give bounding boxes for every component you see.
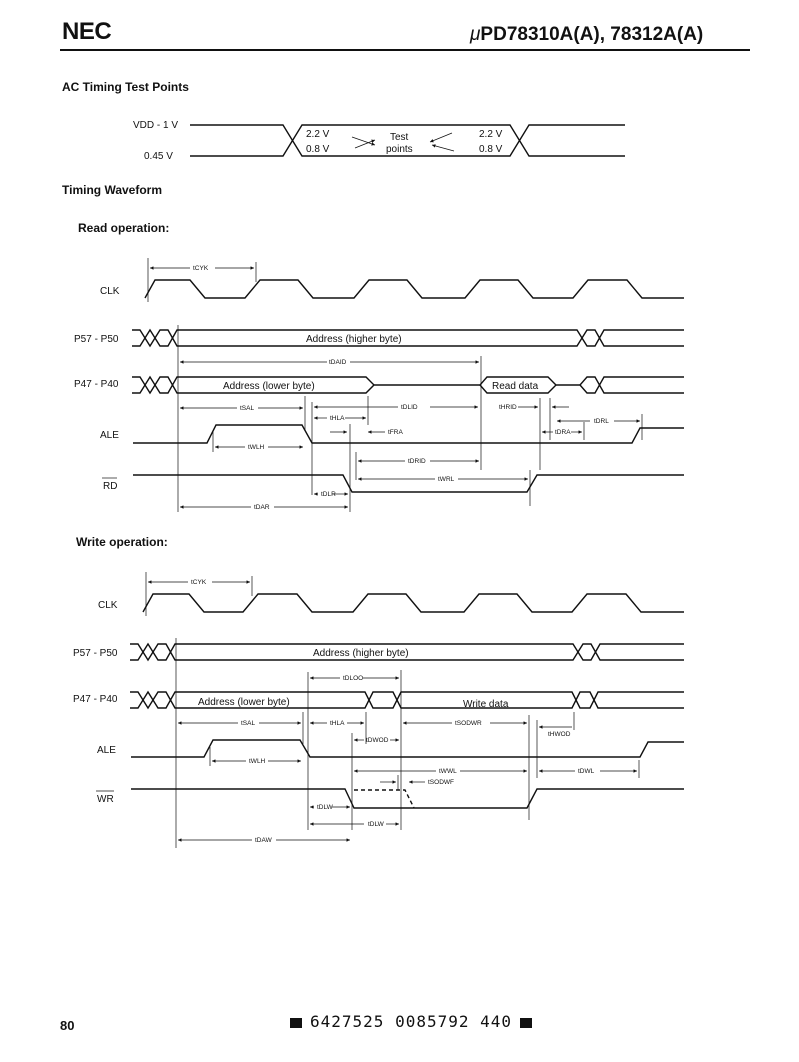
arrow-test-right-b <box>431 144 455 152</box>
read-tsal: tSAL <box>240 405 254 412</box>
barcode-block-right <box>520 1017 533 1028</box>
write-tdwl: tDWL <box>578 768 595 775</box>
nec-logo: NEC <box>62 18 112 45</box>
read-tdlid: tDLID <box>401 404 418 411</box>
level-high-left: 2.2 V <box>306 129 330 140</box>
write-tsodwr: tSODWR <box>455 720 482 727</box>
write-tdloo: tDLOO <box>343 675 363 682</box>
write-ale-waveform <box>131 739 684 758</box>
page-number: 80 <box>60 1018 75 1033</box>
write-clk-waveform <box>142 593 684 613</box>
write-thwod: tHWOD <box>548 731 571 738</box>
read-rd-waveform <box>133 474 684 493</box>
write-tdlw-2: tDLW <box>368 821 385 828</box>
write-wr-waveform <box>131 788 684 809</box>
timing-waveform-title: Timing Waveform <box>62 183 163 197</box>
level-high-right: 2.2 V <box>479 129 503 140</box>
test-points-diagram: VDD - 1 V 0.45 V 2.2 V 0.8 V 2.2 V 0.8 V… <box>133 120 625 162</box>
read-rd-label: RD <box>103 481 117 492</box>
part-number: μPD78310A(A), 78312A(A) <box>470 24 703 46</box>
write-data-label: Write data <box>463 699 509 710</box>
read-addr-low-label: Address (lower byte) <box>223 381 315 392</box>
test-waveform-upper <box>190 124 404 157</box>
read-tcyk: tCYK <box>193 265 209 272</box>
read-data-label: Read data <box>492 381 539 392</box>
write-ale-label: ALE <box>97 745 116 756</box>
write-tdaw: tDAW <box>255 837 273 844</box>
write-p57-bus: Address (higher byte) <box>130 642 684 662</box>
read-ale-label: ALE <box>100 430 119 441</box>
read-operation-title: Read operation: <box>78 221 170 235</box>
write-p57-label: P57 - P50 <box>73 648 118 659</box>
read-clk-waveform <box>144 279 684 299</box>
write-tdwod: tDWOD <box>366 737 389 744</box>
write-addr-low-label: Address (lower byte) <box>198 697 290 708</box>
write-twlh: tWLH <box>249 758 266 765</box>
write-twwl: tWWL <box>439 768 457 775</box>
read-tfra: tFRA <box>388 429 403 436</box>
test-waveform-upper-2 <box>404 124 625 157</box>
read-clk-label: CLK <box>100 286 120 297</box>
barcode-block-left <box>290 1017 302 1028</box>
arrow-test-left-b <box>354 139 376 149</box>
ac-timing-title: AC Timing Test Points <box>62 80 189 94</box>
write-tsodwf: tSODWF <box>428 779 454 786</box>
read-twrl: tWRL <box>438 476 455 483</box>
write-timing-arrows: tCYK tDLOO tSAL tHLA tSODWR tHWOD tDWOD … <box>145 572 640 848</box>
points-label: points <box>386 144 413 155</box>
read-signal-labels: CLK P57 - P50 P47 - P40 ALE RD <box>74 286 120 492</box>
write-tsal: tSAL <box>241 720 255 727</box>
write-wr-dashed-path <box>354 789 415 809</box>
barcode-digits: 6427525 0085792 440 <box>310 1012 513 1031</box>
arrow-test-right-a <box>429 132 453 143</box>
read-p57-bus: Address (higher byte) <box>132 328 684 348</box>
vdd-label: VDD - 1 V <box>133 120 178 131</box>
read-ale-waveform <box>133 424 684 444</box>
read-addr-high-label: Address (higher byte) <box>306 334 402 345</box>
read-tdrid: tDRID <box>408 458 426 465</box>
write-tcyk: tCYK <box>191 579 207 586</box>
read-thrid: tHRID <box>499 404 517 411</box>
write-tdlw: tDLW <box>317 804 334 811</box>
mu-symbol: μ <box>470 24 481 45</box>
read-p57-label: P57 - P50 <box>74 334 119 345</box>
read-tdar: tDAR <box>254 504 270 511</box>
write-p47-bus: Address (lower byte) Write data <box>130 690 684 710</box>
read-tdra: tDRA <box>555 429 571 436</box>
test-waveform-lower <box>190 124 404 157</box>
write-wr-label: WR <box>97 794 114 805</box>
low-voltage-label: 0.45 V <box>144 151 173 162</box>
read-tdrl: tDRL <box>594 418 609 425</box>
test-waveform-lower-2 <box>404 124 625 157</box>
read-tdaid: tDAID <box>329 359 347 366</box>
write-p47-label: P47 - P40 <box>73 694 118 705</box>
write-operation-title: Write operation: <box>76 535 168 549</box>
read-twlh: tWLH <box>248 444 265 451</box>
write-thla: tHLA <box>330 720 345 727</box>
barcode-line: 6427525 0085792 440 <box>282 1012 540 1031</box>
read-timing-arrows: tCYK tDAID tSAL tDLID tHLA tHRID tDRL tF… <box>147 258 643 512</box>
test-label: Test <box>390 132 409 143</box>
read-p47-bus: Address (lower byte) Read data <box>132 375 684 395</box>
level-low-right: 0.8 V <box>479 144 503 155</box>
arrow-test-left-a <box>351 136 376 146</box>
read-thla: tHLA <box>330 415 345 422</box>
header-rule <box>60 49 750 51</box>
read-p47-label: P47 - P40 <box>74 379 119 390</box>
write-clk-label: CLK <box>98 600 118 611</box>
read-tdlr: tDLR <box>321 491 336 498</box>
level-low-left: 0.8 V <box>306 144 330 155</box>
write-addr-high-label: Address (higher byte) <box>313 648 409 659</box>
part-number-text: PD78310A(A), 78312A(A) <box>480 24 704 45</box>
write-signal-labels: CLK P57 - P50 P47 - P40 ALE WR <box>73 600 118 805</box>
